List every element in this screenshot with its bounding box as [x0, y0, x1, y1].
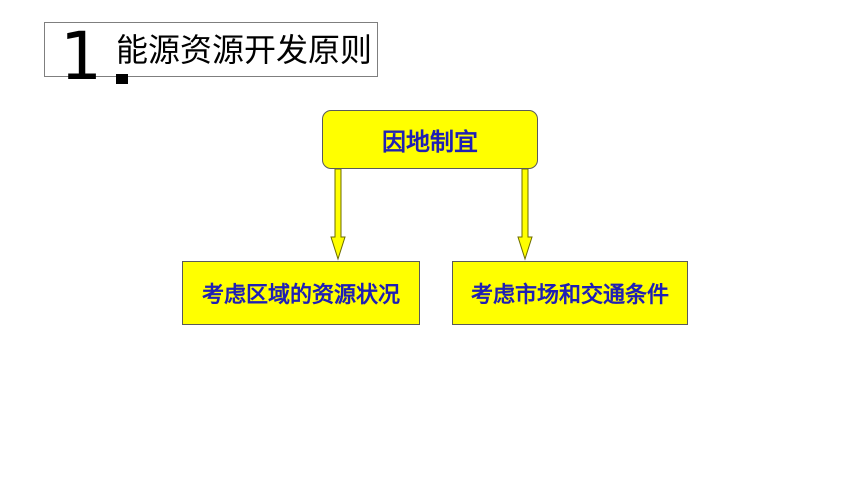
- page-title: 能源资源开发原则: [116, 31, 373, 69]
- child-node-market-transport: 考虑市场和交通条件: [452, 261, 688, 325]
- arrow-left: [330, 168, 346, 261]
- root-node: 因地制宜: [322, 110, 538, 169]
- section-number-dot: [116, 74, 128, 84]
- section-number: 1: [60, 18, 102, 95]
- arrow-right: [517, 168, 533, 261]
- child-node-resources: 考虑区域的资源状况: [182, 261, 420, 325]
- title-frame: [44, 22, 378, 77]
